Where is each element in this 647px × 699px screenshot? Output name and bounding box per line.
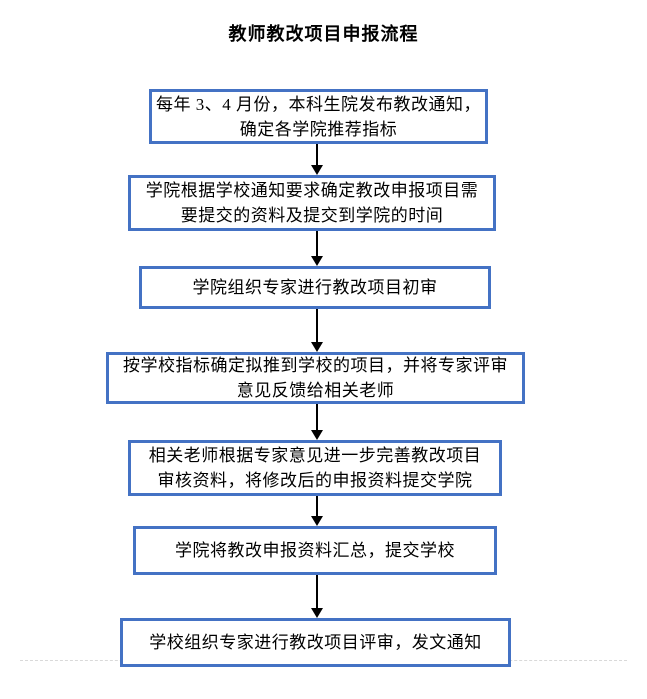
arrow-line <box>315 143 318 165</box>
arrow-down-icon <box>310 342 323 352</box>
arrow-line <box>315 403 318 430</box>
flow-arrow-3 <box>310 308 323 352</box>
arrow-down-icon <box>310 165 323 175</box>
flow-step-7: 学校组织专家进行教改项目评审，发文通知 <box>120 618 511 667</box>
flow-step-5: 相关老师根据专家意见进一步完善教改项目 审核资料，将修改后的申报资料提交学院 <box>128 440 502 496</box>
flow-arrow-5 <box>310 495 323 526</box>
flow-step-3-text: 学院组织专家进行教改项目初审 <box>192 278 438 297</box>
flow-step-4: 按学校指标确定拟推到学校的项目，并将专家评审 意见反馈给相关老师 <box>106 352 525 404</box>
page-title: 教师教改项目申报流程 <box>228 24 419 44</box>
flow-step-1: 每年 3、4 月份，本科生院发布教改通知， 确定各学院推荐指标 <box>149 89 488 144</box>
flow-arrow-4 <box>310 403 323 440</box>
flow-step-1-text: 每年 3、4 月份，本科生院发布教改通知， 确定各学院推荐指标 <box>156 94 481 139</box>
flow-step-2-text: 学院根据学校通知要求确定教改申报项目需 要提交的资料及提交到学院的时间 <box>145 181 479 225</box>
flow-step-5-text: 相关老师根据专家意见进一步完善教改项目 审核资料，将修改后的申报资料提交学院 <box>148 446 482 490</box>
arrow-down-icon <box>310 430 323 440</box>
arrow-down-icon <box>310 256 323 266</box>
arrow-down-icon <box>310 516 323 526</box>
flow-step-3: 学院组织专家进行教改项目初审 <box>139 266 491 309</box>
flow-step-7-text: 学校组织专家进行教改项目评审，发文通知 <box>149 633 482 652</box>
flow-arrow-2 <box>310 230 323 266</box>
arrow-line <box>315 574 318 608</box>
arrow-line <box>315 308 318 342</box>
arrow-line <box>315 230 318 256</box>
flow-step-6-text: 学院将教改申报资料汇总，提交学校 <box>175 541 455 560</box>
flow-step-2: 学院根据学校通知要求确定教改申报项目需 要提交的资料及提交到学院的时间 <box>128 175 496 231</box>
flow-arrow-1 <box>310 143 323 175</box>
flow-step-6: 学院将教改申报资料汇总，提交学校 <box>133 526 497 575</box>
flow-step-4-text: 按学校指标确定拟推到学校的项目，并将专家评审 意见反馈给相关老师 <box>123 356 508 400</box>
arrow-down-icon <box>310 608 323 618</box>
flow-arrow-6 <box>310 574 323 618</box>
arrow-line <box>315 495 318 516</box>
